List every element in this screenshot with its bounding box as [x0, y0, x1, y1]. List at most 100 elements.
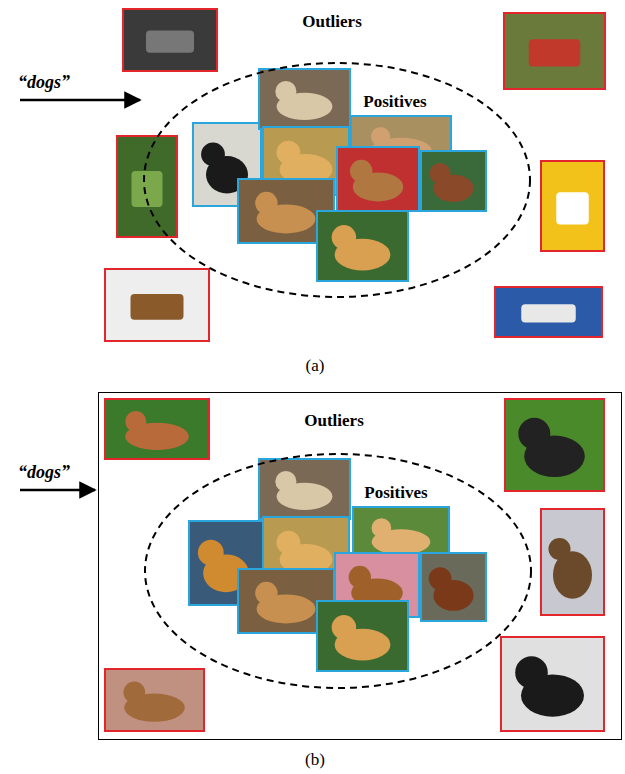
ellipse-line [144, 63, 530, 297]
photo-frame [421, 151, 486, 211]
dog-head [255, 582, 277, 604]
dog-head [332, 615, 356, 639]
text-holder: Outliers [304, 411, 364, 431]
photo-frame [105, 269, 209, 341]
text-holder: “dogs” [18, 72, 70, 93]
photo-frame [317, 211, 408, 281]
photo-ground [420, 150, 487, 212]
dog-head [548, 538, 570, 560]
photo-frame [337, 147, 419, 211]
query-label: “dogs” [18, 72, 70, 93]
photo-frame [105, 669, 204, 731]
photo-frame [541, 509, 604, 615]
photo-ground [420, 552, 487, 622]
photo [500, 636, 605, 732]
region-title: Positives [363, 92, 426, 112]
query-arrow [20, 99, 140, 102]
photo-ground [258, 458, 351, 520]
photo [494, 286, 603, 338]
dog-head [275, 471, 296, 492]
photo-ground [104, 668, 205, 732]
photo-detail [146, 30, 194, 52]
panel-label: (b) [305, 750, 325, 770]
query-arrow [20, 489, 95, 492]
photo [104, 268, 210, 342]
dog-head [277, 141, 301, 165]
photo [258, 458, 351, 520]
photo-ground [122, 8, 218, 72]
photo-ground [500, 636, 605, 732]
text-holder: Positives [364, 483, 427, 503]
photo [104, 668, 205, 732]
region-ellipse: Positives [144, 453, 532, 689]
text-holder: Positives [363, 92, 426, 112]
dog-head [372, 518, 392, 538]
photo [420, 552, 487, 622]
photo-detail [521, 304, 576, 322]
photo-frame [421, 553, 486, 621]
photo-frame [541, 161, 604, 251]
photo-ground [116, 135, 178, 238]
region-title: Outliers [302, 12, 362, 32]
dog-head [430, 163, 451, 184]
photo-ground [258, 68, 351, 130]
dog-head [429, 567, 452, 590]
photo-group [104, 8, 606, 732]
photo [316, 210, 409, 282]
photo-detail [556, 192, 589, 224]
dog-head [277, 531, 301, 555]
dog-head [275, 81, 296, 102]
dog-head [332, 225, 356, 249]
text-holder: Outliers [302, 12, 362, 32]
dog-head [350, 160, 372, 182]
dog-head [255, 192, 277, 214]
photo-ground [336, 146, 420, 212]
photo [316, 600, 409, 672]
photo-frame [123, 9, 217, 71]
photo [503, 12, 606, 90]
region-title: Outliers [304, 411, 364, 431]
region-box: OutliersPositives [98, 392, 622, 740]
photo [540, 508, 605, 616]
ellipse-outline [143, 62, 531, 298]
photo [258, 68, 351, 130]
photo-frame [501, 637, 604, 731]
text-holder: “dogs” [18, 462, 70, 483]
photo-frame [504, 13, 605, 89]
photo [540, 160, 605, 252]
dog-head [123, 681, 145, 703]
text-holder: (a) [306, 356, 325, 376]
photo [122, 8, 218, 72]
photo-ground [503, 12, 606, 90]
photo-frame [117, 136, 177, 237]
text-holder: (b) [305, 750, 325, 770]
photo-ground [540, 160, 605, 252]
region-ellipse: Positives [143, 62, 531, 298]
photo-frame [259, 459, 350, 519]
dog-head [371, 127, 390, 146]
photo-frame [105, 399, 209, 459]
photo-ground [104, 268, 210, 342]
dog-head [201, 142, 225, 166]
photo-ground [540, 508, 605, 616]
photo-ground [316, 600, 409, 672]
dog-head [518, 418, 550, 450]
query-label: “dogs” [18, 462, 70, 483]
photo [504, 398, 605, 492]
photo-ground [504, 398, 605, 492]
photo [104, 398, 210, 460]
dog-head [198, 540, 224, 566]
photo-frame [495, 287, 602, 337]
region-title: Positives [364, 483, 427, 503]
ellipse-outline [144, 453, 532, 689]
dog-head [349, 566, 371, 588]
dog-head [515, 656, 548, 689]
ellipse-line [145, 454, 531, 688]
photo-frame [259, 69, 350, 129]
dog-head [125, 411, 146, 432]
photo [336, 146, 420, 212]
photo-ground [316, 210, 409, 282]
photo-detail [529, 39, 581, 66]
photo [116, 135, 178, 238]
